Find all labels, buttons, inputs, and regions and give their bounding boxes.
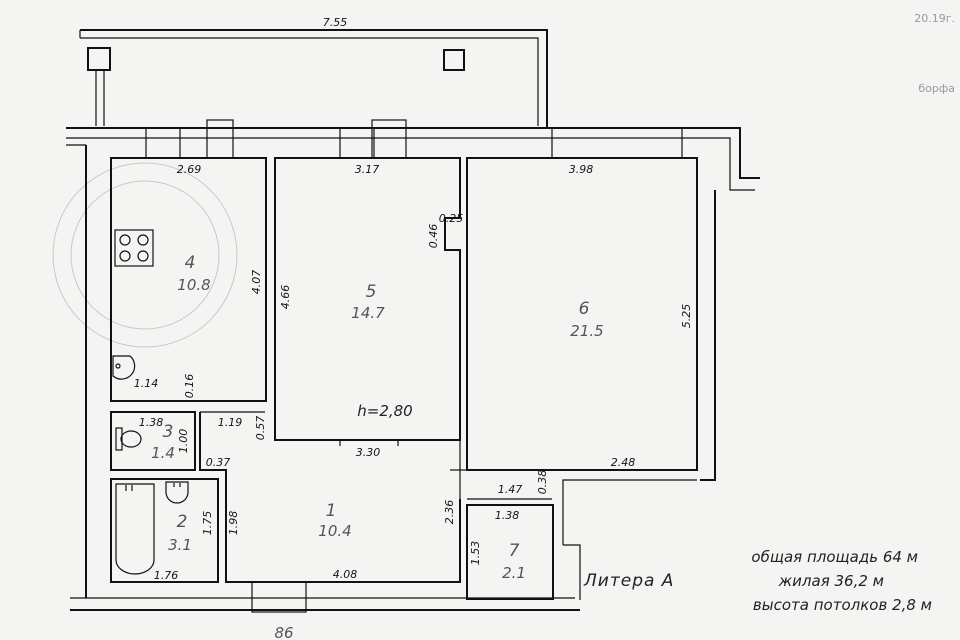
room-3-area: 1.4: [151, 444, 175, 462]
dim-r5-niche-width: 0.25: [439, 212, 464, 225]
dim-r4-offset: 0.16: [183, 374, 196, 399]
room-2-number: 2: [177, 512, 188, 532]
dim-r7-top: 1.38: [495, 509, 520, 522]
summary-ceiling-height: высота потолков 2,8 м: [753, 596, 932, 614]
dim-r4-height: 4.07: [250, 270, 263, 295]
room-5-number: 5: [366, 282, 377, 302]
ceiling-height-label: h=2,80: [357, 402, 412, 420]
stamp-mark: [52, 162, 238, 348]
room-6-area: 21.5: [570, 322, 603, 340]
dim-r1-height: 2.36: [443, 500, 456, 525]
dim-r5-niche-depth: 0.46: [427, 224, 440, 249]
room-2-outline: [110, 478, 219, 583]
bathtub-icon: [115, 483, 155, 575]
room-4-number: 4: [185, 253, 196, 273]
summary-litera: Литера А: [583, 571, 674, 591]
kitchen-sink-icon: [112, 355, 136, 380]
room-6-outline: [466, 157, 698, 471]
dim-r7-connector: 1.47: [498, 483, 523, 496]
dim-r6-top: 3.98: [569, 163, 594, 176]
dim-r4-bottom: 1.14: [134, 377, 159, 390]
summary-total-area: общая площадь 64 м: [751, 548, 918, 566]
sink-icon: [165, 481, 189, 504]
dim-r2-bottom: 1.76: [154, 569, 179, 582]
dim-r3-top: 1.38: [139, 416, 164, 429]
room-5-outline: [274, 157, 461, 441]
dim-hall-stub: 1.19: [218, 416, 243, 429]
dim-r5-offset: 0.57: [254, 416, 267, 441]
corner-mark-top: 20.19г.: [914, 12, 955, 25]
dim-r2-height-a: 1.75: [201, 511, 214, 536]
dim-r6-bottom: 2.48: [611, 456, 636, 469]
dim-r1-bottom: 4.08: [333, 568, 358, 581]
dim-bottom-fragment: 86: [274, 624, 293, 640]
dim-r2-height-b: 1.98: [227, 511, 240, 536]
room-5-area: 14.7: [351, 304, 385, 322]
room-7-outline: [466, 504, 554, 600]
dim-r3-height: 1.00: [177, 429, 190, 454]
dim-r4-top: 2.69: [177, 163, 202, 176]
room-2-area: 3.1: [168, 536, 192, 554]
balcony: [79, 29, 548, 128]
room-3-number: 3: [163, 422, 174, 442]
dim-r6-offset: 0.38: [536, 470, 549, 495]
dim-r5-top: 3.17: [355, 163, 380, 176]
room-6-number: 6: [579, 299, 590, 319]
dim-r5-height: 4.66: [279, 285, 292, 310]
room-1-number: 1: [326, 501, 337, 521]
stove-icon: [114, 229, 154, 267]
room-7-area: 2.1: [502, 564, 526, 582]
room-4-outline: [110, 157, 267, 402]
summary-living-area: жилая 36,2 м: [778, 572, 884, 590]
dim-r6-height: 5.25: [680, 304, 693, 329]
room-7-number: 7: [509, 541, 520, 561]
toilet-icon: [115, 427, 142, 451]
dim-r7-height: 1.53: [469, 541, 482, 566]
corner-mark-middle: борфа: [918, 82, 955, 95]
dim-r5-bottom: 3.30: [356, 446, 381, 459]
room-3-outline: [110, 411, 196, 471]
room-1-area: 10.4: [318, 522, 351, 540]
dim-r3-bottom: 0.37: [206, 456, 231, 469]
room-4-area: 10.8: [177, 276, 210, 294]
room-1-outline: [225, 499, 461, 583]
dim-balcony-length: 7.55: [323, 16, 348, 29]
